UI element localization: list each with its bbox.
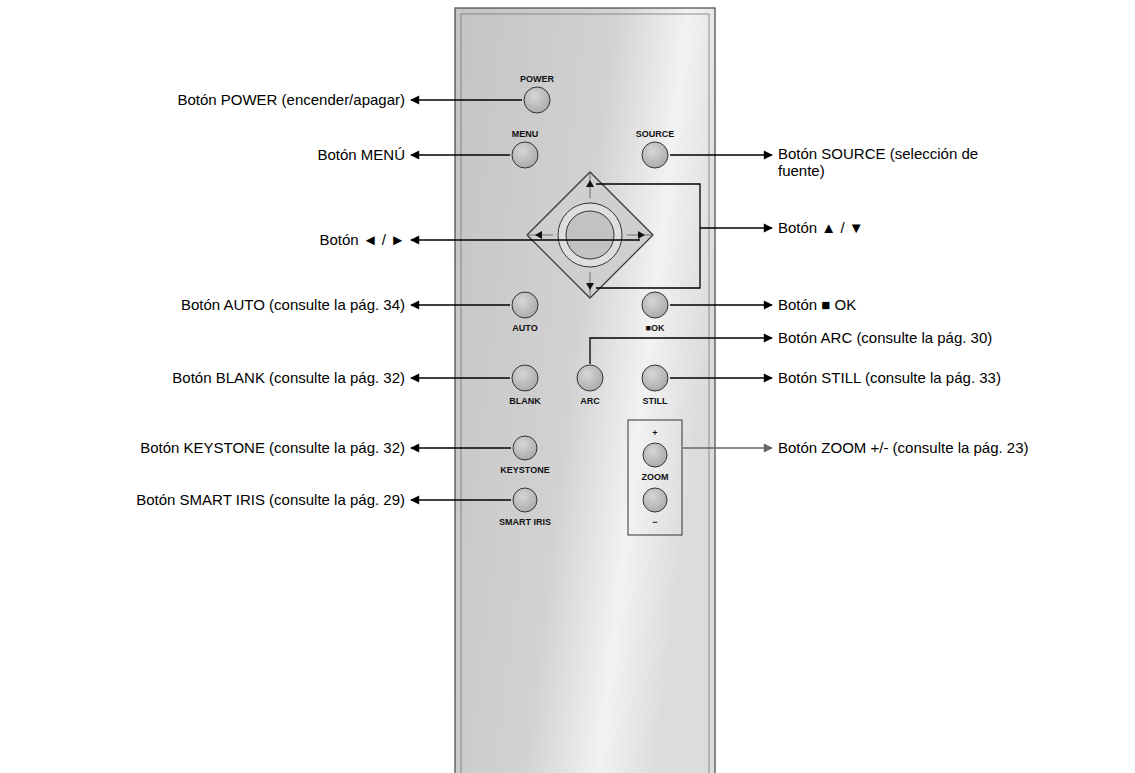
button-label: POWER: [520, 74, 554, 84]
leader-line: [411, 99, 522, 100]
ok-button: [642, 292, 668, 318]
button-label: −: [652, 517, 657, 527]
zoom-minus-button: [643, 488, 667, 512]
smart-iris-button: [513, 488, 537, 512]
button-label: +: [652, 428, 657, 438]
leader-line: [411, 377, 510, 378]
button-label: MENU: [512, 129, 539, 139]
leader-line: [670, 304, 772, 305]
button-label: STILL: [643, 396, 668, 406]
source-button: [642, 142, 668, 168]
leader-line: [411, 499, 511, 500]
button-label: SOURCE: [636, 129, 675, 139]
callout-text: Botón SMART IRIS (consulte la pág. 29): [136, 491, 405, 508]
leader-line: [411, 304, 510, 305]
power-button: [524, 87, 550, 113]
remote-bezel: [461, 14, 709, 773]
callout-text: Botón ARC (consulte la pág. 30): [778, 329, 992, 346]
callout-text: Botón MENÚ: [317, 146, 405, 163]
callout-text: Botón POWER (encender/apagar): [177, 91, 405, 108]
buttons: [512, 87, 668, 512]
leader-line: [700, 227, 772, 228]
callout-text: Botón ■ OK: [778, 296, 856, 313]
callout-text: Botón ▲ / ▼: [778, 219, 864, 236]
zoom-frame: [628, 420, 682, 535]
callout-text: Botón ◄ / ►: [319, 231, 405, 248]
leader-line: [590, 338, 772, 364]
leader-line: [683, 447, 772, 448]
callout-text: Botón SOURCE (selección de fuente): [778, 145, 993, 180]
button-label: BLANK: [509, 396, 541, 406]
leader-line: [670, 377, 772, 378]
dpad-divider: [527, 172, 653, 298]
button-label: ARC: [580, 396, 600, 406]
button-label: AUTO: [512, 323, 537, 333]
right-triangle: [638, 231, 645, 239]
dpad-ring: [558, 203, 622, 267]
button-label: KEYSTONE: [500, 465, 549, 475]
callout-text: Botón KEYSTONE (consulte la pág. 32): [140, 439, 405, 456]
dpad-outline: [527, 172, 653, 298]
keystone-button: [513, 436, 537, 460]
arc-button: [577, 365, 603, 391]
still-button: [642, 365, 668, 391]
remote-housing: [455, 8, 715, 773]
auto-button: [512, 292, 538, 318]
down-triangle: [586, 283, 594, 290]
menu-button: [512, 142, 538, 168]
dpad-center: [566, 211, 614, 259]
up-triangle: [586, 180, 594, 187]
direction-pad: [527, 172, 653, 298]
leader-line: [411, 447, 511, 448]
zoom-plus-button: [643, 443, 667, 467]
bracket-line: [596, 184, 700, 288]
button-label: ZOOM: [642, 472, 669, 482]
blank-button: [512, 365, 538, 391]
callout-text: Botón BLANK (consulte la pág. 32): [172, 369, 405, 386]
leaders: [411, 100, 772, 500]
callout-text: Botón STILL (consulte la pág. 33): [778, 369, 1001, 386]
leader-line: [411, 239, 640, 240]
leader-line: [411, 154, 510, 155]
left-triangle: [535, 231, 542, 239]
callout-text: Botón AUTO (consulte la pág. 34): [181, 296, 405, 313]
button-label: SMART IRIS: [499, 517, 551, 527]
leader-line: [670, 154, 772, 155]
callout-text: Botón ZOOM +/- (consulte la pág. 23): [778, 439, 1029, 456]
button-label: ■OK: [646, 323, 665, 333]
